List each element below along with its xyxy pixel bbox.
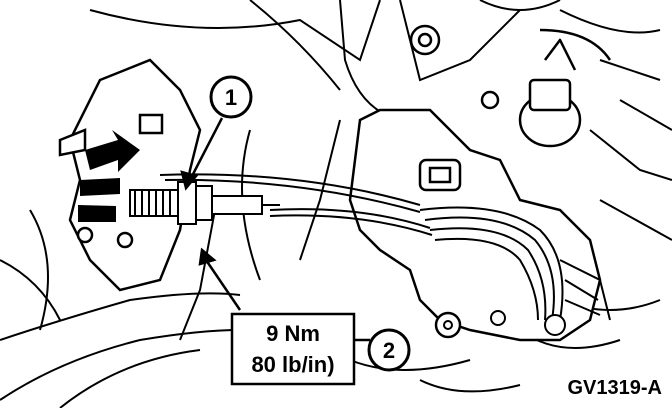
throttle-body — [348, 24, 612, 342]
torque-spec-box: 9 Nm 80 lb/in) — [230, 312, 356, 386]
throttle-cables — [159, 173, 433, 236]
callout-2-label: 2 — [383, 338, 395, 363]
direction-arrows — [78, 130, 140, 222]
callout-1: 1 — [209, 75, 253, 119]
cable-bracket — [58, 58, 202, 292]
figure-code: GV1319-A — [568, 377, 663, 399]
cable-adjuster — [129, 181, 280, 225]
torque-metric: 9 Nm — [266, 321, 320, 346]
cable-drum — [419, 206, 611, 339]
pointer-arrows — [180, 117, 370, 342]
callout-2: 2 — [367, 328, 411, 372]
callout-1-label: 1 — [225, 85, 237, 110]
torque-imperial: 80 lb/in) — [251, 352, 334, 377]
